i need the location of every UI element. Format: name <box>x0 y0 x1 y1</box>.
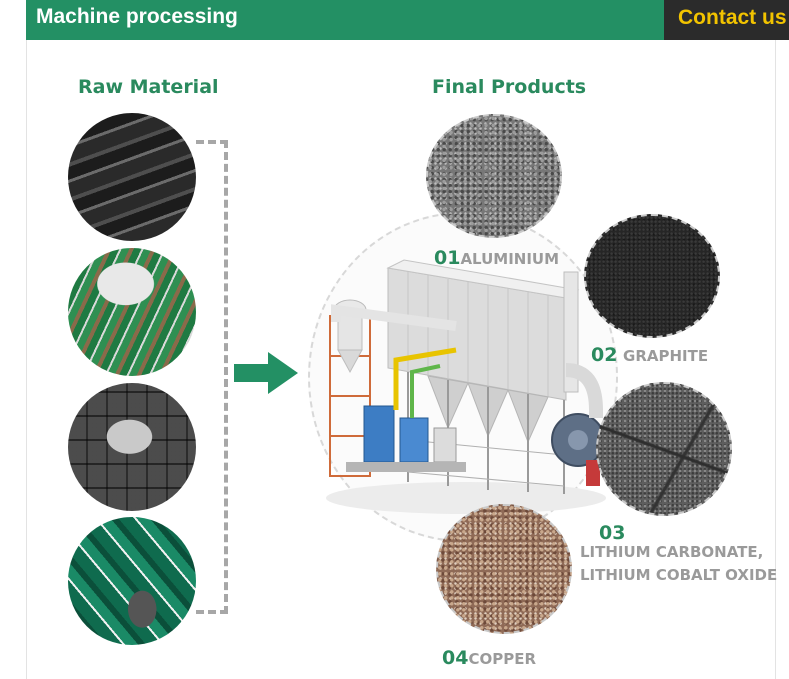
header-title: Machine processing <box>36 5 238 28</box>
battery-pack-image <box>68 383 196 511</box>
product-name-line1: LITHIUM CARBONATE, <box>580 543 764 561</box>
arrow-right-icon <box>234 352 298 394</box>
laptop-battery-image <box>68 113 196 241</box>
product-number: 04 <box>442 647 469 669</box>
aluminium-product-image <box>426 114 562 238</box>
product-number: 02 <box>591 344 618 366</box>
dashed-bracket <box>196 140 228 614</box>
raw-material-title: Raw Material <box>78 76 219 98</box>
copper-product-image <box>436 504 572 634</box>
product-label-copper: 04COPPER <box>442 647 536 669</box>
page-border-left <box>26 40 27 679</box>
final-products-title: Final Products <box>432 76 587 98</box>
page-border-right <box>775 0 776 679</box>
graphite-product-image <box>584 214 720 338</box>
phone-battery-image <box>68 517 196 645</box>
header-bar: Machine processing Contact us <box>26 0 789 40</box>
product-name: ALUMINIUM <box>460 250 560 268</box>
cylindrical-battery-image <box>68 248 196 376</box>
contact-us-button[interactable]: Contact us <box>664 0 789 40</box>
contact-us-label: Contact us <box>678 6 787 29</box>
product-name: COPPER <box>468 650 536 668</box>
product-label-graphite: 02 GRAPHITE <box>591 344 708 366</box>
recycling-machine-image <box>326 259 606 514</box>
lithium-compound-product-image <box>596 382 732 516</box>
product-name: GRAPHITE <box>623 347 709 365</box>
product-number: 03 <box>599 522 626 544</box>
product-number: 01 <box>434 247 461 269</box>
product-label-aluminium: 01ALUMINIUM <box>434 247 559 269</box>
product-name-line2: LITHIUM COBALT OXIDE <box>580 566 778 584</box>
